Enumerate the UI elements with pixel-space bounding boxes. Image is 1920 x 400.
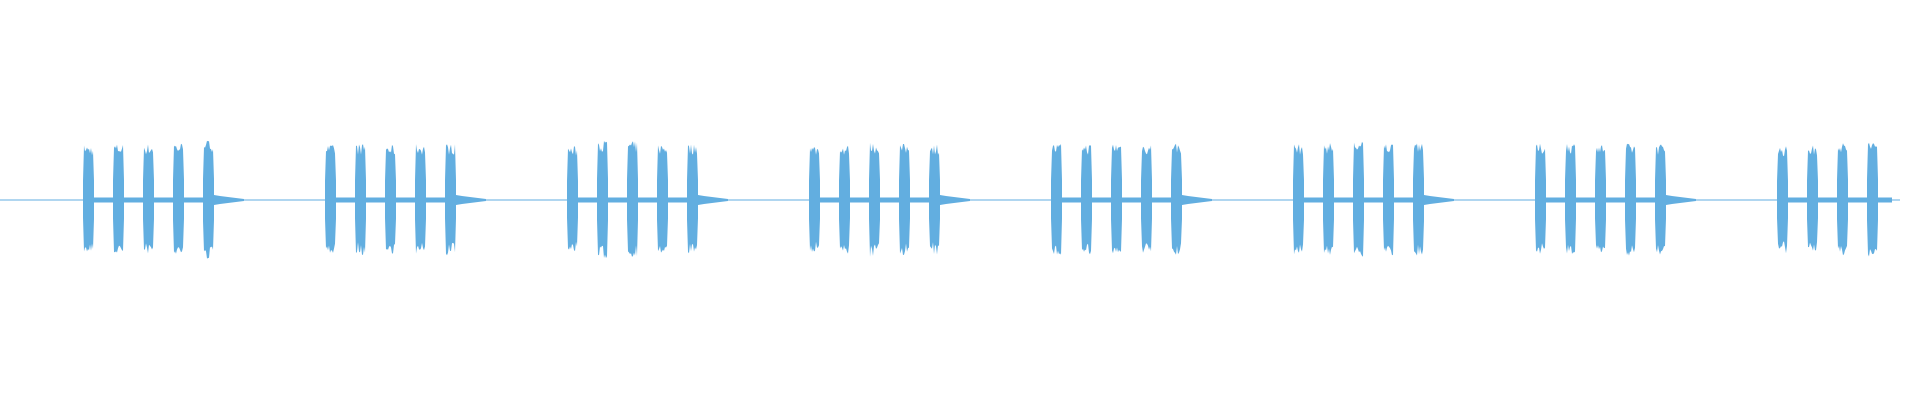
waveform-connector [184, 197, 203, 203]
waveform-connector [336, 197, 355, 203]
waveform-connector [124, 197, 143, 203]
waveform-tail [698, 195, 728, 205]
waveform-burst [809, 147, 820, 252]
waveform-connector [1122, 197, 1141, 203]
waveform-connector [154, 197, 173, 203]
waveform-burst [1111, 144, 1122, 254]
waveform-connector [1636, 197, 1655, 203]
waveform-burst [567, 146, 578, 252]
waveform-tail [1424, 195, 1454, 205]
waveform-connector [608, 197, 627, 203]
waveform-burst [687, 144, 698, 254]
waveform-burst [113, 144, 124, 253]
waveform-connector [910, 197, 929, 203]
waveform-tail [456, 195, 486, 205]
waveform-burst [143, 144, 154, 254]
waveform-connector [1334, 197, 1353, 203]
waveform-burst [1141, 145, 1152, 253]
waveform-connector [578, 197, 597, 203]
waveform-burst [173, 143, 184, 254]
waveform-burst [899, 144, 910, 255]
waveform-burst [1655, 144, 1666, 255]
waveform-burst-group [567, 140, 728, 259]
waveform-burst [445, 144, 456, 256]
waveform-connector [1304, 197, 1323, 203]
waveform-connector [850, 197, 869, 203]
waveform-burst-group [1293, 141, 1454, 257]
waveform-burst [1323, 143, 1334, 255]
waveform-tail [1666, 195, 1696, 205]
waveform-burst [1171, 143, 1182, 255]
waveform-burst [1383, 144, 1394, 256]
waveform-burst-group [1777, 142, 1892, 257]
waveform-burst [1837, 143, 1848, 256]
waveform-burst [1625, 143, 1636, 256]
waveform-connector [94, 197, 113, 203]
waveform-connector [820, 197, 839, 203]
waveform-burst [627, 141, 638, 257]
waveform-burst [325, 145, 336, 253]
waveform-burst [869, 142, 880, 257]
waveform-connector [1576, 197, 1595, 203]
waveform-connector [366, 197, 385, 203]
waveform-connector [426, 197, 445, 203]
waveform-burst [1535, 143, 1546, 254]
waveform-burst [929, 144, 940, 255]
waveform-burst [203, 140, 214, 259]
waveform-burst-group [809, 142, 970, 257]
waveform-tail [1182, 195, 1212, 205]
waveform-burst [83, 145, 94, 252]
waveform-burst [1595, 145, 1606, 253]
waveform-connector [1546, 197, 1565, 203]
waveform-burst [1867, 142, 1878, 257]
waveform-connector [1818, 197, 1837, 203]
waveform-tail [940, 195, 970, 205]
waveform-tail [1878, 197, 1892, 203]
waveform-connector [1394, 197, 1413, 203]
waveform-tail [214, 195, 244, 205]
waveform-connector [1848, 197, 1867, 203]
waveform-connector [1152, 197, 1171, 203]
waveform-connector [1606, 197, 1625, 203]
waveform-burst [1565, 144, 1576, 254]
waveform-burst [1413, 143, 1424, 256]
waveform-burst [385, 144, 396, 254]
waveform-burst [415, 144, 426, 254]
waveform-burst-group [1535, 143, 1696, 256]
waveform-connector [1092, 197, 1111, 203]
waveform-connector [1788, 197, 1807, 203]
waveform-burst [1293, 144, 1304, 255]
waveform-connector [1364, 197, 1383, 203]
waveform-connector [880, 197, 899, 203]
waveform-burst-group [83, 140, 244, 259]
waveform-burst [1777, 146, 1788, 254]
waveform-burst [839, 145, 850, 254]
waveform-connector [396, 197, 415, 203]
waveform-burst [355, 144, 366, 255]
waveform-burst [1353, 141, 1364, 257]
waveform-burst-group [325, 144, 486, 256]
waveform-burst [1051, 143, 1062, 255]
waveform-connector [668, 197, 687, 203]
waveform-burst [597, 140, 608, 259]
waveform-connector [1062, 197, 1081, 203]
waveform-burst-group [1051, 143, 1212, 255]
waveform-connector [638, 197, 657, 203]
waveform-burst [1807, 145, 1818, 251]
waveform-burst [1081, 145, 1092, 255]
waveform-burst [657, 145, 668, 253]
